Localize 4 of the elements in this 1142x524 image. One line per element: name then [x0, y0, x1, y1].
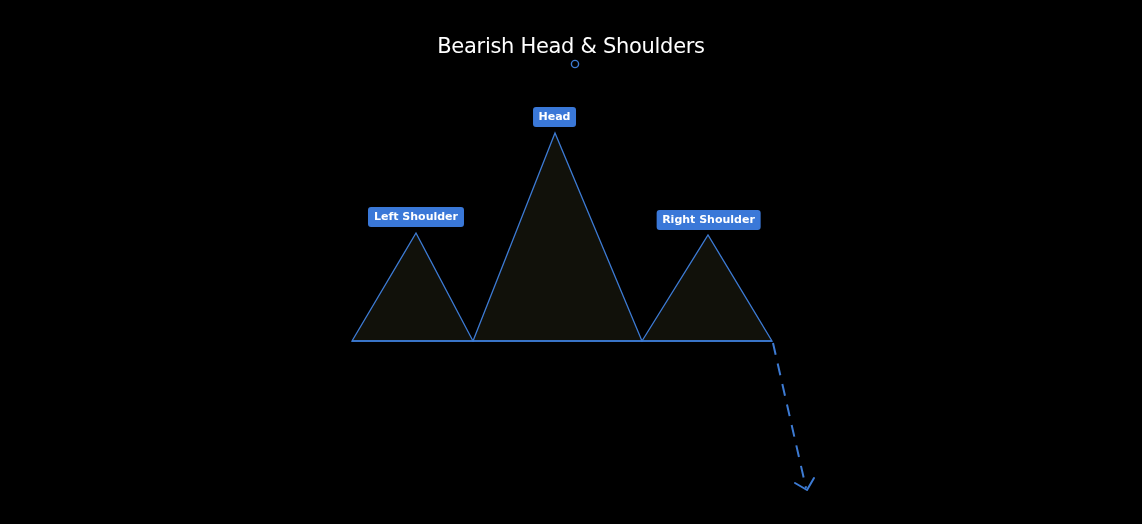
- peak-label: Right Shoulder: [656, 210, 761, 230]
- peak-label: Head: [532, 107, 577, 127]
- title: Bearish Head & Shoulders: [437, 34, 705, 58]
- peak-label: Left Shoulder: [368, 207, 464, 227]
